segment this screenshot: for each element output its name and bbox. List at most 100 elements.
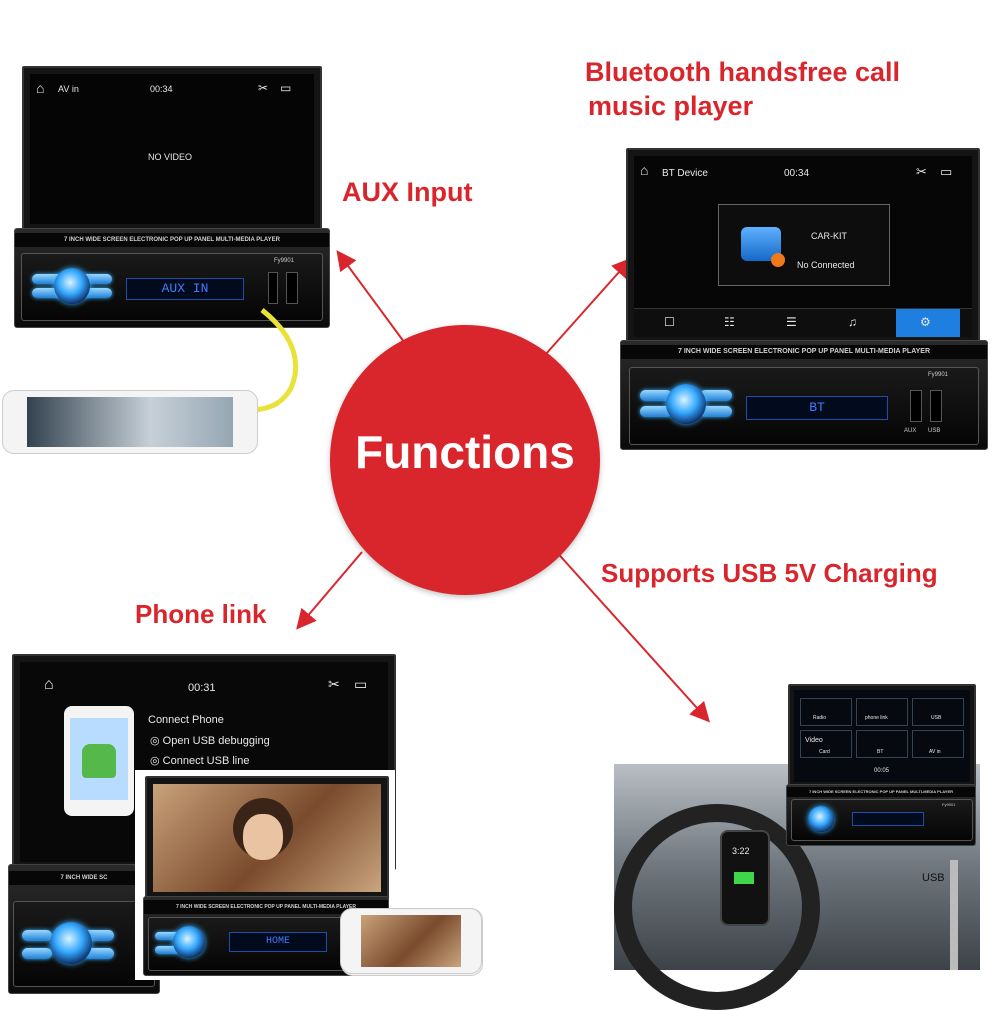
inset-screen-frame — [145, 776, 389, 900]
bt-button-4[interactable] — [700, 406, 732, 417]
arrow-usb — [552, 547, 711, 723]
aux-phone-screen — [27, 397, 233, 447]
bt-head-unit: ⌂ BT Device 00:34 ✂ ▭ CAR-KIT No Connect… — [620, 148, 990, 453]
aux-chassis: 7 INCH WIDE SCREEN ELECTRONIC POP UP PAN… — [14, 228, 330, 328]
aux-no-video: NO VIDEO — [148, 152, 193, 162]
tools-icon[interactable]: ✂ — [258, 81, 269, 95]
settings-icon: ⚙ — [920, 315, 931, 329]
usb-lcd — [852, 812, 924, 826]
phone-link-volume-knob[interactable] — [50, 922, 92, 964]
back-icon[interactable]: ▭ — [354, 676, 368, 692]
usb-model: Fy9901 — [942, 802, 956, 807]
video-phone — [340, 908, 482, 974]
menu-video-card[interactable]: Video Card — [800, 730, 852, 758]
android-icon — [82, 744, 116, 778]
usb-phone-time: 3:22 — [732, 846, 750, 856]
bt-device-name: CAR-KIT — [811, 231, 847, 241]
inset-video-screen — [153, 784, 381, 892]
inset-button-2[interactable] — [155, 946, 179, 954]
aux-volume-knob[interactable] — [54, 268, 90, 304]
aux-phone — [2, 390, 258, 454]
step-usb-debugging: ◎ Open USB debugging — [150, 735, 270, 747]
aux-sd-slot — [286, 272, 298, 304]
inset-button-1[interactable] — [155, 932, 179, 940]
bt-screen-frame: ⌂ BT Device 00:34 ✂ ▭ CAR-KIT No Connect… — [626, 148, 980, 344]
aux-head-unit: ⌂ AV in 00:34 ✂ ▭ NO VIDEO 7 INCH WIDE S… — [12, 66, 332, 331]
usb-faceplate: Fy9901 — [791, 799, 973, 841]
step-connect-usb-text: Connect USB line — [162, 755, 250, 767]
phone-icon[interactable]: ☐ — [664, 315, 675, 329]
bt-aux-label: AUX — [904, 428, 917, 434]
aux-screen: ⌂ AV in 00:34 ✂ ▭ NO VIDEO — [30, 74, 314, 224]
bt-button-2[interactable] — [640, 406, 672, 417]
phone-link-button-3[interactable] — [84, 930, 114, 941]
video-face — [243, 814, 283, 860]
menu-av-in[interactable]: AV in — [912, 730, 964, 758]
call-log-icon[interactable]: ☰ — [786, 315, 797, 329]
settings-tab[interactable]: ⚙ — [896, 309, 960, 337]
step-connect-usb: ◎ Connect USB line — [150, 755, 250, 767]
phone-link-button-2[interactable] — [22, 948, 52, 959]
aux-button-2[interactable] — [32, 288, 62, 298]
inset-banner: 7 INCH WIDE SCREEN ELECTRONIC POP UP PAN… — [144, 900, 388, 914]
feature-bluetooth-label: Bluetooth handsfree call — [585, 57, 901, 87]
tools-icon[interactable]: ✂ — [916, 164, 927, 179]
bt-usb-label: USB — [928, 428, 941, 434]
connect-phone-heading: Connect Phone — [148, 714, 224, 726]
aux-button-1[interactable] — [32, 274, 62, 284]
usb-phone: 3:22 — [720, 830, 770, 926]
aux-lcd: AUX IN — [126, 278, 244, 300]
arrow-aux — [336, 250, 411, 351]
menu-radio-label: Radio — [813, 715, 827, 721]
bt-banner: 7 INCH WIDE SCREEN ELECTRONIC POP UP PAN… — [621, 345, 987, 359]
arrow-phone-link — [296, 551, 363, 630]
arrow-bluetooth — [544, 257, 632, 356]
phone-link-time: 00:31 — [188, 682, 216, 694]
usb-menu-screen: Radio phone link USB Video Card BT AV in… — [794, 690, 970, 782]
contacts-icon[interactable]: ☷ — [724, 315, 735, 329]
bt-chassis: 7 INCH WIDE SCREEN ELECTRONIC POP UP PAN… — [620, 340, 988, 450]
home-icon[interactable]: ⌂ — [44, 676, 54, 693]
menu-bt[interactable]: BT — [856, 730, 908, 758]
aux-faceplate: Fy9901 AUX IN — [21, 253, 323, 321]
bt-faceplate: Fy9901 BT AUX USB — [629, 367, 979, 445]
bt-button-1[interactable] — [640, 390, 672, 401]
menu-radio[interactable]: Radio — [800, 698, 852, 726]
functions-title: Functions — [355, 426, 575, 478]
step-usb-debugging-text: Open USB debugging — [162, 735, 270, 747]
usb-screen-frame: Radio phone link USB Video Card BT AV in… — [788, 684, 976, 788]
inset-volume-knob[interactable] — [173, 926, 205, 958]
usb-banner: 7 INCH WIDE SCREEN ELECTRONIC POP UP PAN… — [787, 787, 975, 797]
bt-usb-port — [930, 390, 942, 422]
menu-usb[interactable]: USB — [912, 698, 964, 726]
phone-link-button-4[interactable] — [84, 948, 114, 959]
aux-model: Fy9901 — [274, 258, 295, 264]
inset-lcd: HOME — [229, 932, 327, 952]
menu-bt-label: BT — [877, 749, 884, 755]
usb-chassis: 7 INCH WIDE SCREEN ELECTRONIC POP UP PAN… — [786, 784, 976, 846]
feature-usb-label: Supports USB 5V Charging — [601, 558, 938, 588]
tools-icon[interactable]: ✂ — [328, 676, 340, 692]
feature-music-label: music player — [588, 91, 754, 121]
menu-phone-link[interactable]: phone link — [856, 698, 908, 726]
home-icon[interactable]: ⌂ — [640, 162, 649, 178]
phone-link-button-1[interactable] — [22, 930, 52, 941]
aux-button-3[interactable] — [82, 274, 112, 284]
phone-link-chassis: 7 INCH WIDE SC — [8, 864, 160, 994]
bt-time: 00:34 — [784, 168, 810, 179]
usb-menu-time: 00:05 — [874, 768, 890, 774]
bt-button-3[interactable] — [700, 390, 732, 401]
bt-connection-status: No Connected — [797, 260, 855, 270]
aux-button-4[interactable] — [82, 288, 112, 298]
back-icon[interactable]: ▭ — [280, 81, 292, 95]
menu-phone-link-label: phone link — [865, 715, 888, 721]
usb-head-unit: Radio phone link USB Video Card BT AV in… — [786, 684, 976, 846]
usb-port-label: USB — [922, 872, 945, 884]
bt-volume-knob[interactable] — [666, 384, 706, 424]
back-icon[interactable]: ▭ — [940, 164, 953, 179]
home-icon[interactable]: ⌂ — [36, 80, 45, 96]
music-icon[interactable]: ♫ — [848, 315, 857, 329]
phone-illustration-screen — [70, 718, 128, 800]
usb-volume-knob[interactable] — [808, 806, 834, 832]
